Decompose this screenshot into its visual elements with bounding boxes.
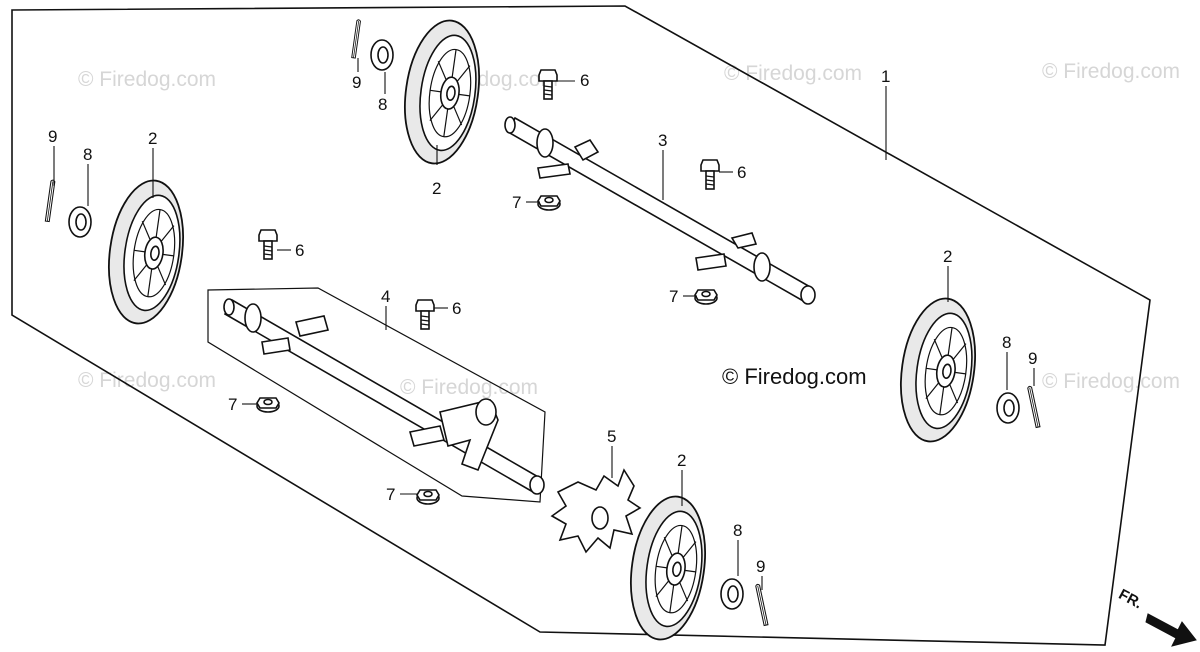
callout-9-top: 9 xyxy=(352,73,361,92)
nut-bottom xyxy=(416,489,440,505)
callout-2-right: 2 xyxy=(943,247,952,266)
wheel-top xyxy=(395,14,489,170)
callout-6-top: 6 xyxy=(580,71,589,90)
pin-left xyxy=(44,179,56,223)
callout-6-left: 6 xyxy=(295,241,304,260)
watermark-7: © Firedog.com xyxy=(1042,370,1180,393)
watermark-5: © Firedog.com xyxy=(78,369,216,392)
callout-2-top: 2 xyxy=(432,179,441,198)
wheel-left xyxy=(99,174,193,330)
nut-mid xyxy=(694,289,718,305)
wheel-bottom xyxy=(621,490,715,646)
callout-1: 1 xyxy=(881,67,890,86)
washer-right xyxy=(996,392,1020,424)
direction-label: FR. xyxy=(1116,586,1145,612)
upper-axle xyxy=(504,116,816,305)
star-hub xyxy=(550,468,642,554)
callout-2-bottom: 2 xyxy=(677,451,686,470)
direction-arrow-icon xyxy=(1145,613,1197,647)
watermark-4: © Firedog.com xyxy=(1042,60,1180,83)
bolt-left xyxy=(258,229,278,260)
washer-top xyxy=(370,39,394,71)
callout-8-top: 8 xyxy=(378,95,387,114)
washer-bottom xyxy=(720,578,744,610)
assembly-outline xyxy=(11,5,1151,646)
callout-8-left: 8 xyxy=(83,145,92,164)
watermark-1: © Firedog.com xyxy=(78,68,216,91)
callout-6-center: 6 xyxy=(452,299,461,318)
callout-4: 4 xyxy=(381,287,390,306)
watermark-6: © Firedog.com xyxy=(400,376,538,399)
callout-7-left: 7 xyxy=(228,395,237,414)
callout-2-left: 2 xyxy=(148,129,157,148)
callout-5: 5 xyxy=(607,427,616,446)
watermark-3: © Firedog.com xyxy=(724,62,862,85)
callout-9-bottom: 9 xyxy=(756,557,765,576)
wheel-right xyxy=(891,292,985,448)
bolt-mid xyxy=(700,159,720,190)
pin-right xyxy=(1026,385,1041,428)
callout-8-bottom: 8 xyxy=(733,521,742,540)
callout-3: 3 xyxy=(658,131,667,150)
callout-9-left: 9 xyxy=(48,127,57,146)
callout-7-top: 7 xyxy=(512,193,521,212)
callout-7-mid: 7 xyxy=(669,287,678,306)
callout-6-mid: 6 xyxy=(737,163,746,182)
leader-lines xyxy=(53,58,1035,590)
lower-axle xyxy=(223,298,545,495)
copyright-text: © Firedog.com xyxy=(722,364,867,389)
callout-8-right: 8 xyxy=(1002,333,1011,352)
front-direction-indicator: FR. xyxy=(1116,586,1197,647)
washer-left xyxy=(68,206,92,238)
callout-7-bottom: 7 xyxy=(386,485,395,504)
nut-left xyxy=(256,397,280,413)
callout-9-right: 9 xyxy=(1028,349,1037,368)
pin-bottom xyxy=(754,583,769,626)
pin-top xyxy=(351,19,362,59)
bolt-center xyxy=(415,299,435,330)
nut-top xyxy=(537,195,561,211)
axle-subassembly-outline xyxy=(207,287,546,503)
